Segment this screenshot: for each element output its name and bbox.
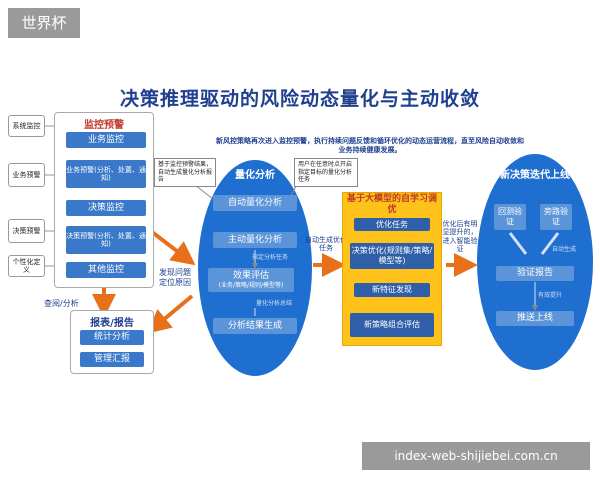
- report-panel-title: 报表/报告: [90, 318, 134, 329]
- auto-optimize-label: 自动生成优化任务: [305, 236, 347, 253]
- launch-inner-arrow: [540, 232, 560, 255]
- auto-generate-label: 自动生成: [552, 246, 577, 253]
- business-monitor-button[interactable]: 业务监控: [66, 132, 146, 148]
- callout-auto-report: 基于监控预警结果，自动生成量化分析报告: [154, 158, 216, 187]
- new-feature-button[interactable]: 新特征发现: [354, 283, 430, 297]
- page-title: 决策推理驱动的风险动态量化与主动收敛: [119, 88, 480, 110]
- bypass-button[interactable]: 旁路验证: [540, 204, 572, 230]
- logo: 世界杯: [8, 8, 80, 38]
- callout-user-task: 用户在任意时点开启指定目标的量化分析任务: [294, 158, 358, 187]
- llm-panel-title: 基于大模型的自学习调优: [346, 194, 437, 215]
- active-quant-button[interactable]: 主动量化分析: [213, 232, 297, 248]
- validation-report-button[interactable]: 验证报告: [496, 266, 574, 281]
- other-monitor-button[interactable]: 其他监控: [66, 262, 146, 278]
- launch-inner-arrow: [508, 232, 528, 255]
- quant-title: 量化分析: [235, 170, 275, 181]
- analysis-result-button[interactable]: 分析结果生成: [213, 318, 297, 334]
- find-cause-arrow: [146, 294, 194, 334]
- effective-lift-label: 有效提升: [538, 292, 563, 299]
- new-combo-button[interactable]: 新策略组合评估: [350, 313, 434, 337]
- description: 新风控策略再次进入监控预警，执行持续问题反馈和循环优化的动态运营流程，直至风险自…: [160, 137, 580, 156]
- auto-quant-button[interactable]: 自动量化分析: [213, 195, 297, 211]
- launch-title: 新决策迭代上线: [500, 170, 570, 181]
- decision-monitor-button[interactable]: 决策监控: [66, 200, 146, 216]
- stats-button[interactable]: 统计分析: [80, 330, 144, 345]
- watermark: index-web-shijiebei.com.cn: [362, 442, 590, 470]
- monitor-panel-title: 监控预警: [84, 120, 124, 131]
- effect-eval-sub: (业务/策略/规则/模型等): [218, 281, 284, 289]
- side-label-business-warning: 业务预警: [8, 163, 45, 187]
- side-label-custom: 个性化定义: [8, 255, 45, 277]
- description-line-1: 新风控策略再次进入监控预警，执行持续问题反馈和循环优化的动态运营流程，直至风险自…: [216, 137, 524, 145]
- decision-warning-button[interactable]: 决策预警(分析、处置、通知): [66, 226, 146, 254]
- deploy-button[interactable]: 推送上线: [496, 311, 574, 326]
- side-label-decision-warning: 决策预警: [8, 219, 45, 243]
- description-line-2: 业务持续健康发展。: [338, 146, 402, 155]
- optimize-task-button[interactable]: 优化任务: [354, 218, 430, 231]
- business-warning-button[interactable]: 业务预警(分析、处置、通知): [66, 160, 146, 188]
- management-report-button[interactable]: 管理汇报: [80, 352, 144, 367]
- side-label-system-monitor: 系统监控: [8, 115, 45, 137]
- effect-eval-button[interactable]: 效果评估 (业务/策略/规则/模型等): [208, 268, 294, 292]
- query-label: 查阅/分析: [44, 299, 79, 308]
- find-cause-label: 发现问题定位原因: [159, 268, 191, 287]
- launch-ellipse: [477, 154, 593, 370]
- effect-eval-main: 效果评估: [232, 271, 269, 281]
- quant-summary-label: 量化分析总结: [256, 300, 293, 307]
- validate-label: 优化后有明显提升的，进入智能验证: [442, 220, 478, 254]
- assign-task-label: 指定分析任务: [252, 254, 289, 261]
- backtest-button[interactable]: 回测验证: [494, 204, 526, 230]
- decision-optimize-button[interactable]: 决策优化(规则集/策略/模型等): [350, 243, 434, 269]
- monitor-to-quant-arrow: [150, 230, 196, 266]
